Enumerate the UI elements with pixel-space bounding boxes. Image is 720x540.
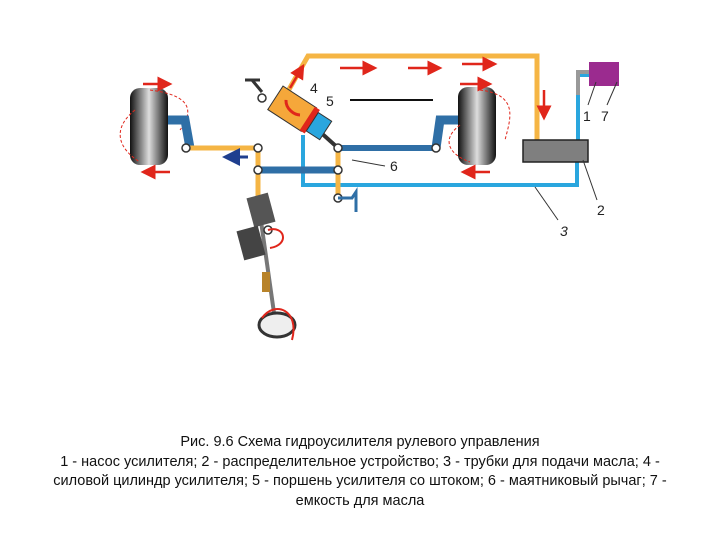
return-line xyxy=(301,70,592,187)
power-steering-diagram: 4 5 6 3 2 1 7 xyxy=(119,53,619,341)
pump xyxy=(589,62,613,86)
caption-line-1: 1 - насос усилителя; 2 - распределительн… xyxy=(60,453,660,470)
flow-arrows xyxy=(140,56,552,180)
label-4: 4 xyxy=(310,80,318,96)
label-7: 7 xyxy=(601,108,609,124)
label-2: 2 xyxy=(597,202,605,218)
distributor xyxy=(522,139,589,163)
caption-line-2: силовой цилиндр усилителя; 5 - поршень у… xyxy=(53,473,667,489)
oil-tank xyxy=(613,62,619,86)
right-wheel xyxy=(431,87,511,165)
label-1: 1 xyxy=(583,108,591,124)
caption-title: Рис. 9.6 Схема гидроусилителя рулевого у… xyxy=(180,434,540,450)
figure-caption: Рис. 9.6 Схема гидроусилителя рулевого у… xyxy=(0,433,720,511)
caption-line-3: емкость для масла xyxy=(295,492,425,509)
steering-linkage xyxy=(181,78,441,321)
label-5: 5 xyxy=(326,93,334,109)
left-wheel xyxy=(119,88,195,165)
steering-column xyxy=(236,192,297,341)
label-3: 3 xyxy=(560,223,568,239)
leader-lines xyxy=(351,81,618,221)
label-6: 6 xyxy=(390,158,398,174)
power-cylinder xyxy=(267,85,333,141)
